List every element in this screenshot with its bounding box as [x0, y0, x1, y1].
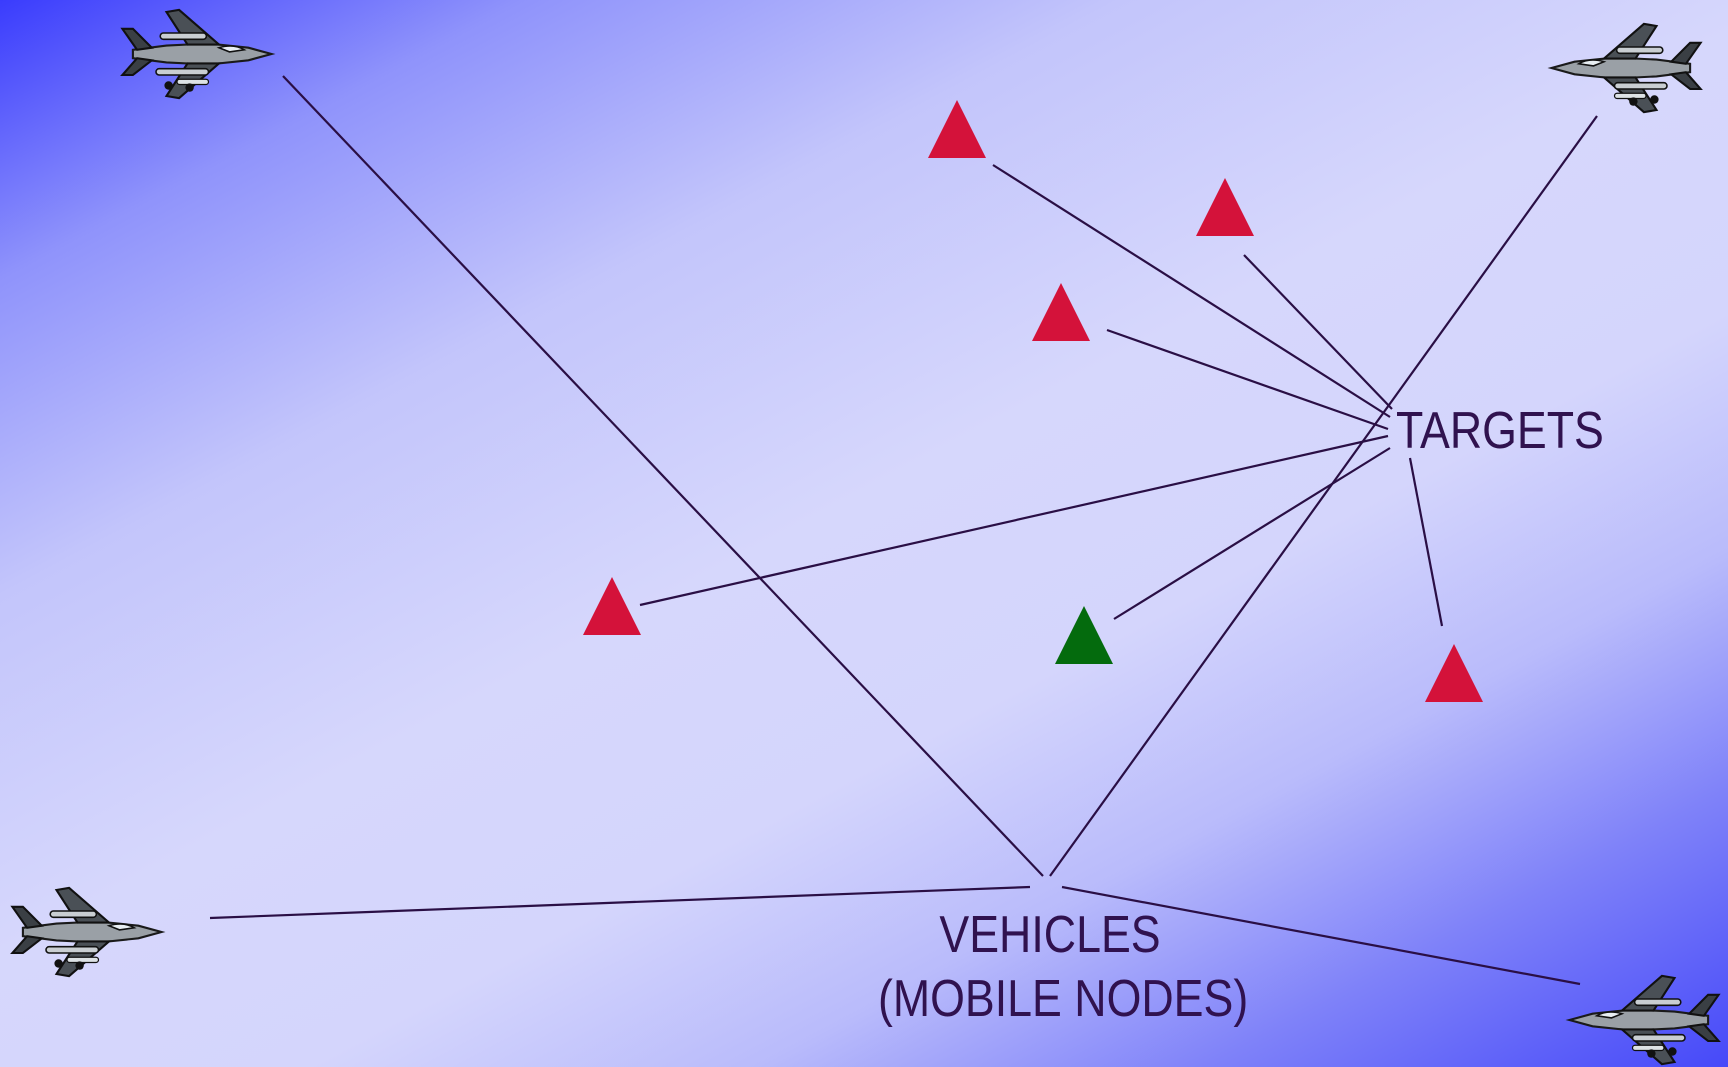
target-triangle-icon	[1196, 178, 1254, 236]
target-triangle-icon	[928, 100, 986, 158]
link-target-4	[639, 434, 1389, 607]
link-jet-bottom-right	[1061, 885, 1581, 986]
target-triangle-green-icon	[1055, 606, 1113, 664]
target-triangle-icon	[583, 577, 641, 635]
vehicles-label: VEHICLES (MOBILE NODES)	[878, 903, 1249, 1031]
fighter-jet-icon	[121, 8, 273, 100]
fighter-jet-icon	[1550, 22, 1702, 114]
link-jet-bottom-left	[209, 885, 1031, 920]
vehicles-label-line1: VEHICLES	[939, 906, 1161, 964]
target-triangle-icon	[1425, 644, 1483, 702]
link-target-1	[992, 164, 1391, 418]
link-jet-top-right	[1049, 115, 1598, 877]
targets-label: TARGETS	[1396, 402, 1604, 460]
vehicles-label-line2: (MOBILE NODES)	[878, 970, 1249, 1028]
link-target-green	[1113, 447, 1391, 620]
link-target-6	[1408, 457, 1444, 627]
fighter-jet-icon	[11, 886, 163, 978]
link-target-3	[1106, 328, 1389, 431]
vehicles	[11, 8, 1720, 1066]
target-triangle-icon	[1032, 283, 1090, 341]
link-jet-top-left	[282, 75, 1044, 877]
target-links	[639, 164, 1444, 627]
vehicle-links	[209, 75, 1598, 986]
fighter-jet-icon	[1568, 974, 1720, 1066]
link-target-2	[1243, 254, 1393, 410]
